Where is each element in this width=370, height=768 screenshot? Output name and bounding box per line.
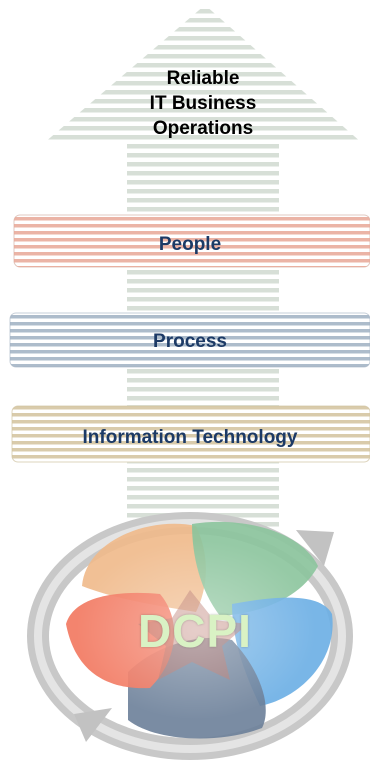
- layer-label-information-technology: Information Technology: [82, 427, 298, 448]
- layer-label-people: People: [158, 234, 222, 255]
- layer-band-people: [13, 214, 370, 268]
- dcpi-emblem: [27, 512, 353, 760]
- arrow-head: [44, 5, 362, 143]
- goal-title-line-3: Operations: [152, 118, 254, 139]
- dcpi-label: DCPI: [138, 605, 252, 657]
- goal-title: Reliable IT Business Operations: [100, 66, 306, 141]
- layer-band-process: [9, 312, 370, 368]
- layer-band-information-technology: [11, 405, 370, 463]
- cycle-arrowhead-bottom-left: [74, 708, 112, 742]
- cycle-arrowhead-top-right: [296, 530, 334, 566]
- goal-title-line-2: IT Business: [149, 93, 257, 114]
- goal-title-line-1: Reliable: [166, 68, 240, 89]
- layer-label-process: Process: [153, 331, 227, 352]
